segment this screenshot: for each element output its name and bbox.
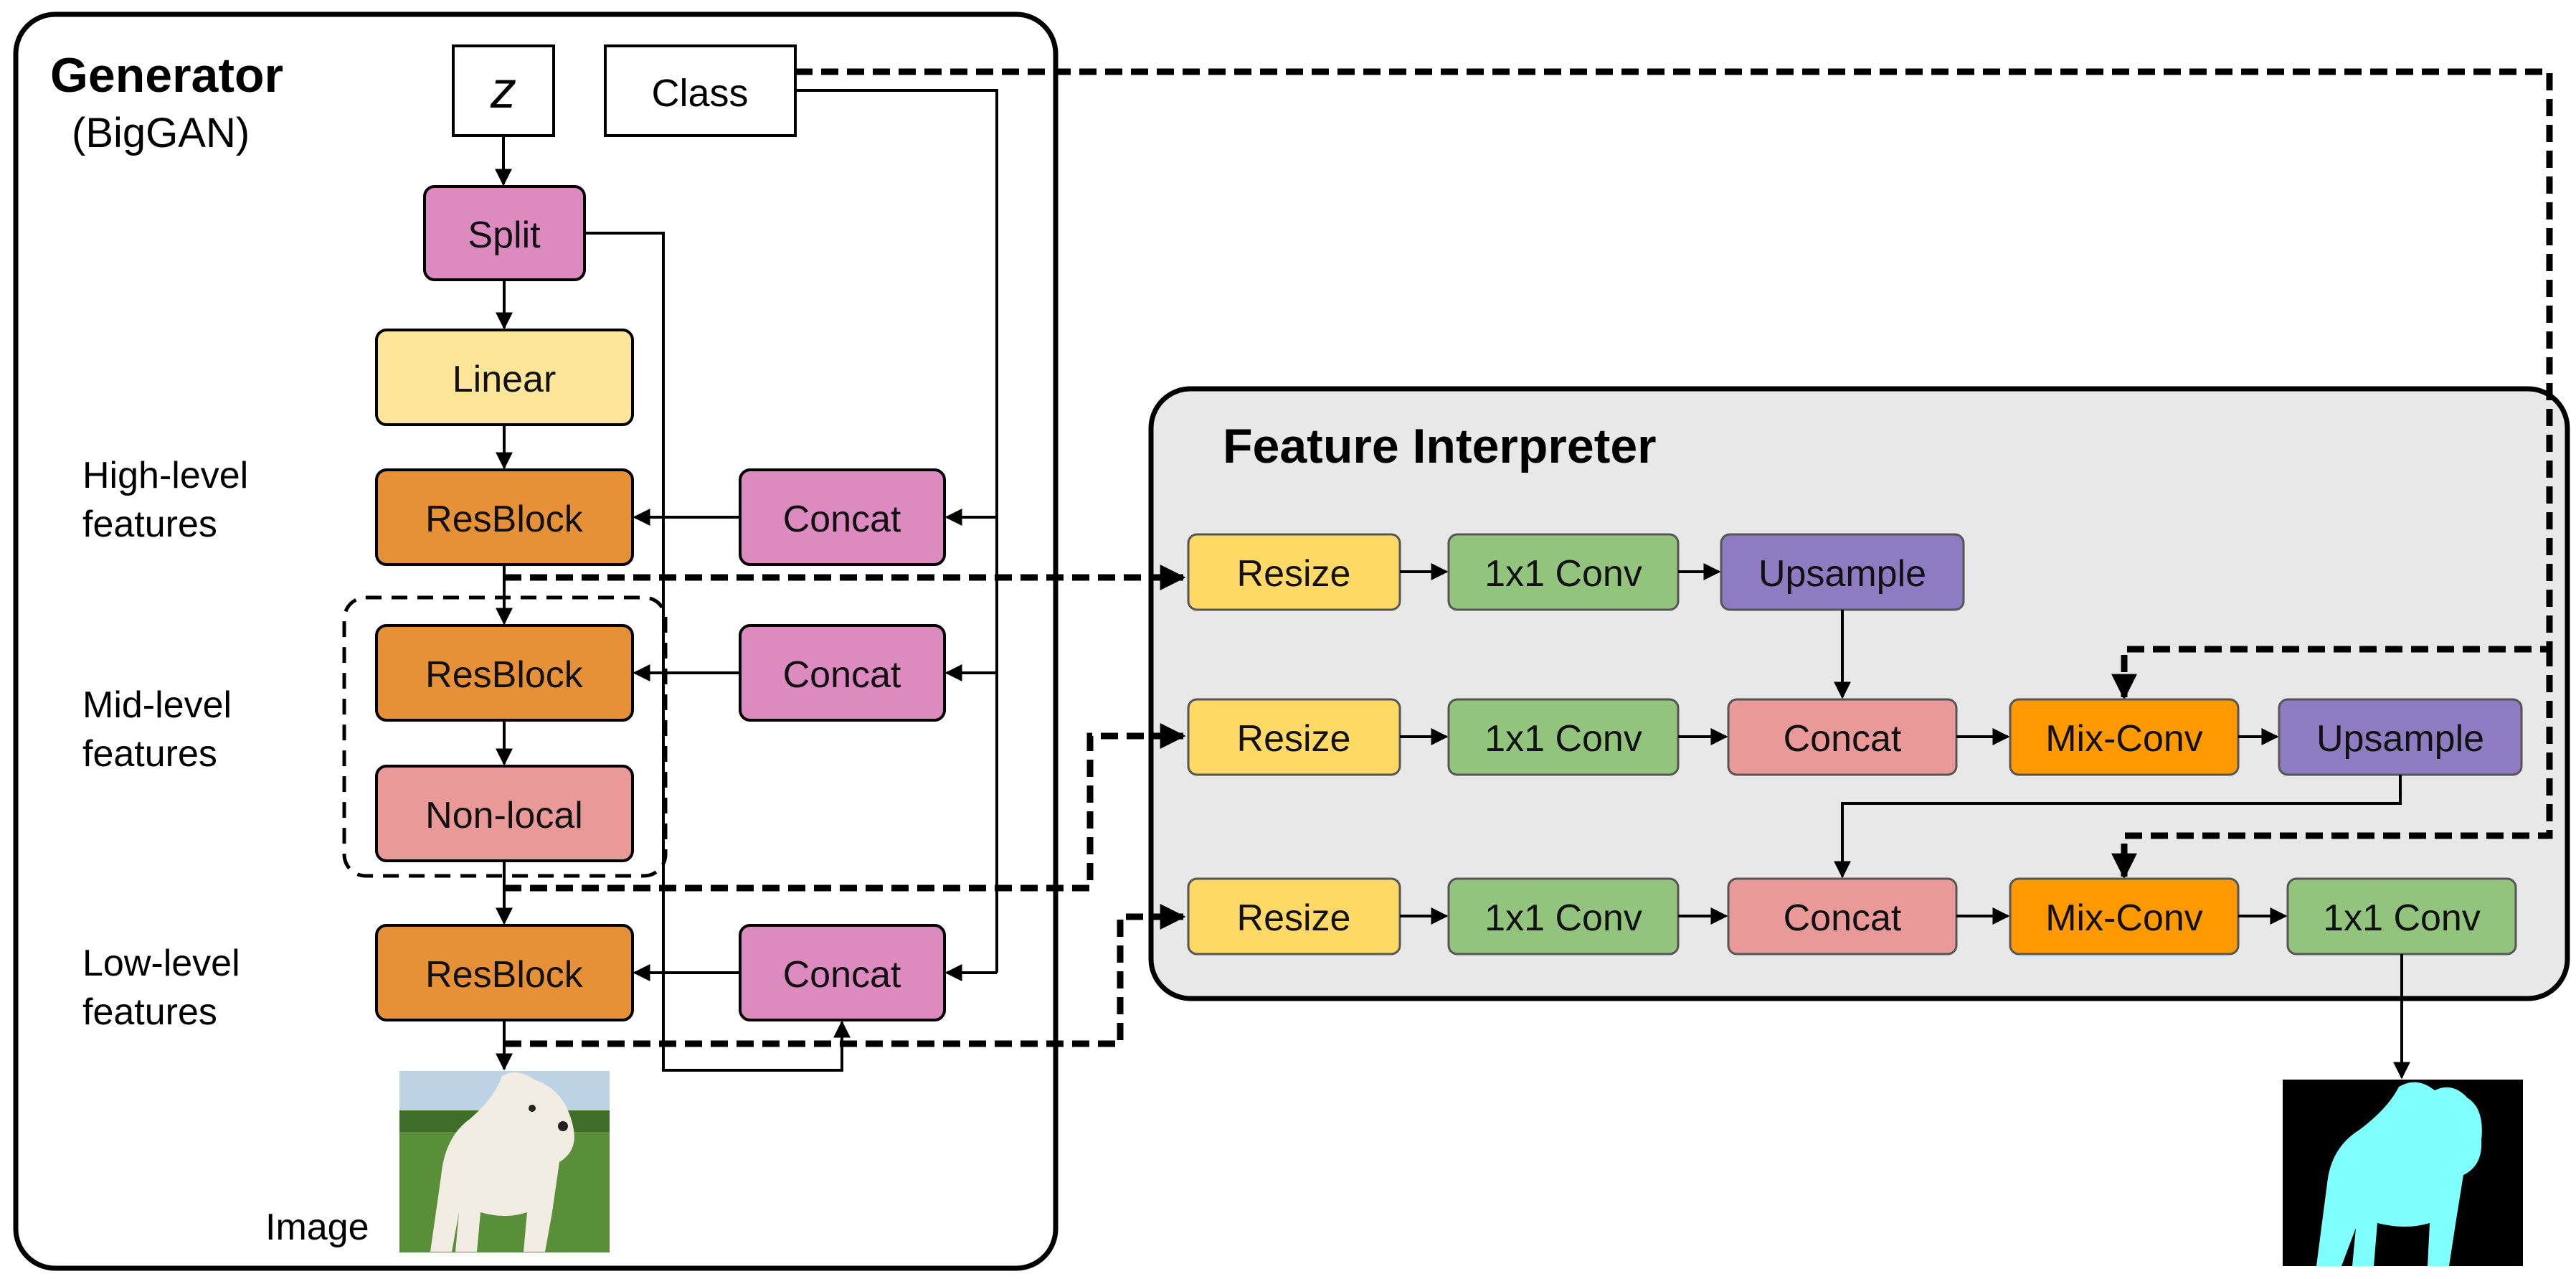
resblock-mid-label: ResBlock bbox=[425, 654, 584, 696]
generator-subtitle: (BigGAN) bbox=[72, 110, 250, 156]
svg-text:High-level: High-level bbox=[82, 455, 248, 496]
resblock-high-label: ResBlock bbox=[425, 499, 584, 540]
split-label: Split bbox=[468, 214, 541, 256]
feature-tap-arrows bbox=[504, 68, 2553, 1047]
concat-low-label: Concat bbox=[783, 954, 901, 996]
class-input-label: Class bbox=[651, 72, 748, 115]
svg-text:1x1 Conv: 1x1 Conv bbox=[1484, 897, 1642, 939]
row2-mixconv: Mix-Conv bbox=[2009, 698, 2240, 776]
svg-text:Mid-level: Mid-level bbox=[82, 684, 232, 726]
svg-text:Concat: Concat bbox=[1784, 897, 1902, 939]
svg-text:1x1 Conv: 1x1 Conv bbox=[1484, 718, 1642, 760]
svg-text:Upsample: Upsample bbox=[1758, 553, 1926, 595]
svg-text:Mix-Conv: Mix-Conv bbox=[2045, 718, 2203, 760]
concat-high-label: Concat bbox=[783, 499, 901, 540]
generator-arrows bbox=[495, 89, 998, 1072]
split-block: Split bbox=[423, 185, 586, 281]
interpreter-arrows bbox=[1400, 563, 2410, 1080]
generated-dog-image bbox=[399, 1071, 610, 1252]
nonlocal-label: Non-local bbox=[425, 795, 583, 836]
resblock-low: ResBlock bbox=[375, 924, 634, 1021]
concat-low: Concat bbox=[739, 924, 946, 1021]
concat-mid-label: Concat bbox=[783, 654, 901, 696]
resblock-low-label: ResBlock bbox=[425, 954, 584, 996]
row3-conv1x1: 1x1 Conv bbox=[1447, 877, 1680, 955]
row3-mixconv: Mix-Conv bbox=[2009, 877, 2240, 955]
row2-resize: Resize bbox=[1187, 698, 1401, 776]
resblock-mid: ResBlock bbox=[375, 624, 634, 722]
linear-label: Linear bbox=[453, 359, 557, 400]
concat-high: Concat bbox=[739, 468, 946, 566]
resblock-high: ResBlock bbox=[375, 468, 634, 566]
svg-text:1x1 Conv: 1x1 Conv bbox=[2323, 897, 2481, 939]
z-input-label: z bbox=[490, 62, 516, 119]
row1-conv1x1: 1x1 Conv bbox=[1447, 533, 1680, 611]
svg-text:Resize: Resize bbox=[1237, 718, 1351, 760]
svg-text:features: features bbox=[82, 733, 217, 775]
row2-conv1x1: 1x1 Conv bbox=[1447, 698, 1680, 776]
svg-text:Resize: Resize bbox=[1237, 897, 1351, 939]
svg-text:Resize: Resize bbox=[1237, 553, 1351, 595]
linear-block: Linear bbox=[375, 329, 634, 426]
row1-upsample: Upsample bbox=[1720, 533, 1965, 611]
segmentation-mask-output bbox=[2283, 1080, 2523, 1266]
row2-upsample: Upsample bbox=[2278, 698, 2523, 776]
generator-title: Generator bbox=[50, 48, 283, 103]
row3-resize: Resize bbox=[1187, 877, 1401, 955]
svg-text:Mix-Conv: Mix-Conv bbox=[2045, 897, 2203, 939]
svg-text:1x1 Conv: 1x1 Conv bbox=[1484, 553, 1642, 595]
svg-text:features: features bbox=[82, 991, 217, 1033]
row2-concat: Concat bbox=[1727, 698, 1958, 776]
svg-text:Upsample: Upsample bbox=[2316, 718, 2484, 760]
mid-level-label: Mid-level features bbox=[82, 684, 232, 775]
concat-mid: Concat bbox=[739, 624, 946, 722]
feature-interpreter-title: Feature Interpreter bbox=[1223, 419, 1657, 473]
nonlocal-block: Non-local bbox=[375, 765, 634, 862]
svg-text:Concat: Concat bbox=[1784, 718, 1902, 760]
row1-resize: Resize bbox=[1187, 533, 1401, 611]
row3-concat: Concat bbox=[1727, 877, 1958, 955]
row3-conv1x1-output: 1x1 Conv bbox=[2286, 877, 2517, 955]
svg-text:Low-level: Low-level bbox=[82, 943, 240, 984]
svg-text:features: features bbox=[82, 504, 217, 545]
high-level-label: High-level features bbox=[82, 455, 248, 545]
low-level-label: Low-level features bbox=[82, 943, 240, 1033]
image-label: Image bbox=[265, 1207, 369, 1248]
